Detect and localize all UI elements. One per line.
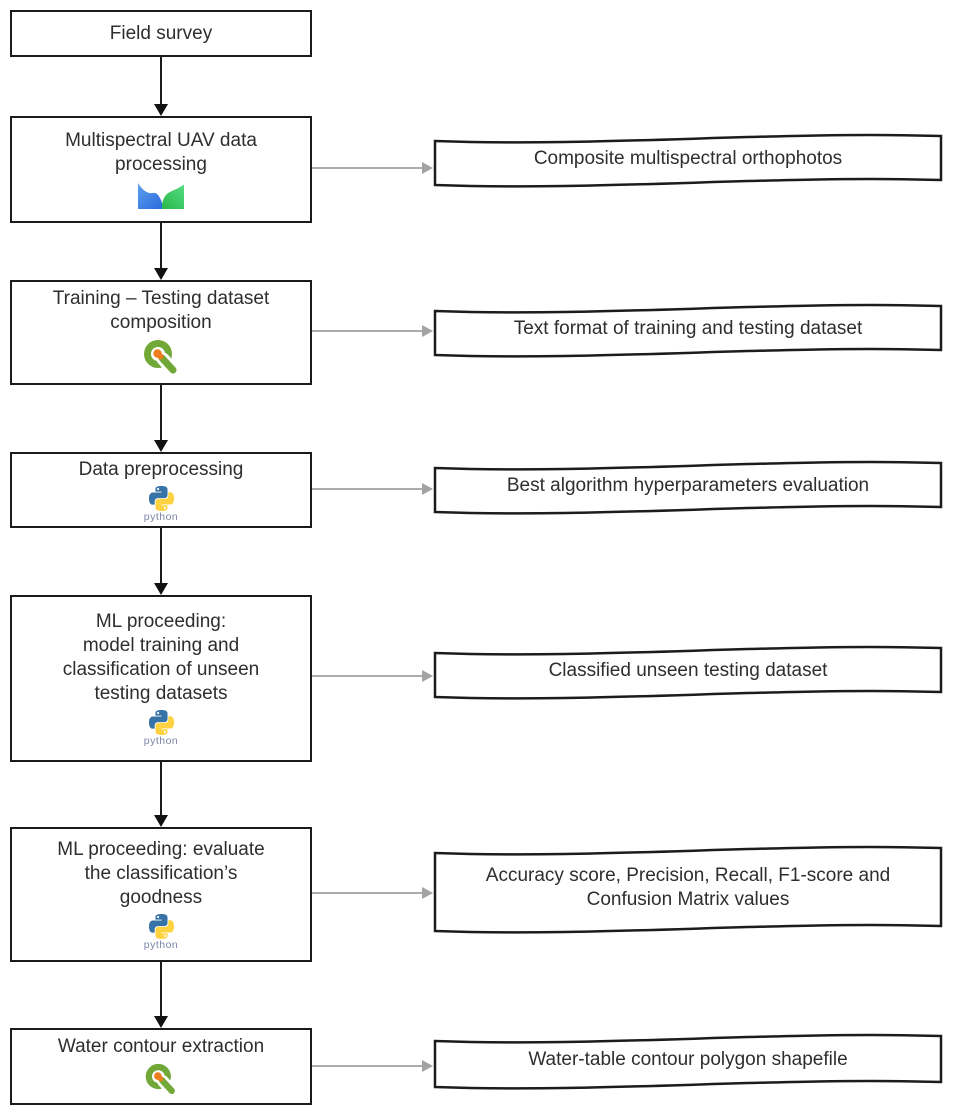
process-label: ML proceeding: evaluate the classificati…: [57, 839, 265, 909]
process-box-uav-processing: Multispectral UAV data processing: [10, 116, 312, 223]
output-box-orthophotos: Composite multispectral orthophotos: [433, 133, 943, 195]
arrow-head-icon: [422, 670, 433, 682]
arrow-down: [154, 385, 168, 452]
python-wordmark: python: [143, 510, 179, 523]
python-icon: [148, 710, 174, 736]
arrow-line: [160, 57, 162, 106]
arrow-head-icon: [422, 887, 433, 899]
arrow-head-icon: [422, 1060, 433, 1072]
arrow-line: [312, 330, 424, 332]
process-label: Training – Testing dataset composition: [52, 287, 270, 333]
arrow-line: [160, 385, 162, 442]
python-logo-block: python: [144, 914, 179, 951]
arrow-down: [154, 528, 168, 595]
metashape-icon: [138, 183, 184, 209]
arrow-line: [312, 488, 424, 490]
python-logo-block: python: [143, 485, 179, 523]
arrow-line: [160, 223, 162, 270]
arrow-head-icon: [154, 268, 168, 280]
arrow-head-icon: [154, 583, 168, 595]
output-label: Classified unseen testing dataset: [548, 660, 828, 681]
arrow-line: [160, 962, 162, 1018]
output-label: Text format of training and testing data…: [513, 318, 863, 339]
document-shape: [433, 460, 943, 515]
arrow-line: [312, 892, 424, 894]
arrow-down: [154, 962, 168, 1028]
arrow-head-icon: [154, 1016, 168, 1028]
output-box-classified-dataset: Classified unseen testing dataset: [433, 645, 943, 707]
arrow-down: [154, 223, 168, 280]
document-shape: [433, 645, 943, 700]
output-box-hyperparameters: Best algorithm hyperparameters evaluatio…: [433, 460, 943, 522]
document-shape: [433, 303, 943, 358]
process-label: ML proceeding: model training and classi…: [62, 611, 260, 705]
process-box-ml-training: ML proceeding: model training and classi…: [10, 595, 312, 762]
process-label: Field survey: [109, 22, 213, 44]
python-wordmark: python: [143, 939, 179, 952]
arrow-line: [160, 762, 162, 817]
arrow-right: [312, 162, 433, 174]
python-wordmark: python: [143, 735, 179, 748]
process-label: Multispectral UAV data processing: [65, 130, 257, 175]
arrow-line: [312, 1065, 424, 1067]
process-box-dataset-composition: Training – Testing dataset composition: [10, 280, 312, 385]
arrow-right: [312, 887, 433, 899]
output-label: Best algorithm hyperparameters evaluatio…: [506, 475, 870, 496]
arrow-right: [312, 325, 433, 337]
process-box-data-preprocessing: Data preprocessing python: [10, 452, 312, 528]
document-shape: [433, 845, 943, 934]
output-label: Composite multispectral orthophotos: [533, 148, 843, 169]
arrow-down: [154, 57, 168, 116]
python-icon: [148, 485, 174, 511]
python-logo-block: python: [144, 710, 179, 747]
process-box-field-survey: Field survey: [10, 10, 312, 57]
arrow-head-icon: [154, 104, 168, 116]
arrow-right: [312, 483, 433, 495]
output-box-shapefile: Water-table contour polygon shapefile: [433, 1033, 943, 1097]
process-label: Data preprocessing: [78, 458, 244, 480]
arrow-right: [312, 1060, 433, 1072]
arrow-line: [160, 528, 162, 585]
arrow-head-icon: [154, 440, 168, 452]
output-box-metrics: Accuracy score, Precision, Recall, F1-sc…: [433, 845, 943, 941]
python-icon: [148, 914, 174, 940]
output-box-text-dataset: Text format of training and testing data…: [433, 303, 943, 365]
output-label: Accuracy score, Precision, Recall, F1-sc…: [485, 865, 891, 910]
arrow-head-icon: [422, 162, 433, 174]
process-box-ml-evaluation: ML proceeding: evaluate the classificati…: [10, 827, 312, 962]
arrow-line: [312, 167, 424, 169]
arrow-head-icon: [422, 483, 433, 495]
process-label: Water contour extraction: [57, 1035, 265, 1057]
qgis-icon: [144, 339, 181, 377]
arrow-down: [154, 762, 168, 827]
arrow-right: [312, 670, 433, 682]
document-shape: [433, 1033, 943, 1090]
arrow-line: [312, 675, 424, 677]
document-shape: [433, 133, 943, 188]
arrow-head-icon: [422, 325, 433, 337]
output-label: Water-table contour polygon shapefile: [528, 1049, 848, 1070]
qgis-icon: [145, 1063, 179, 1098]
process-box-water-contour: Water contour extraction: [10, 1028, 312, 1105]
arrow-head-icon: [154, 815, 168, 827]
